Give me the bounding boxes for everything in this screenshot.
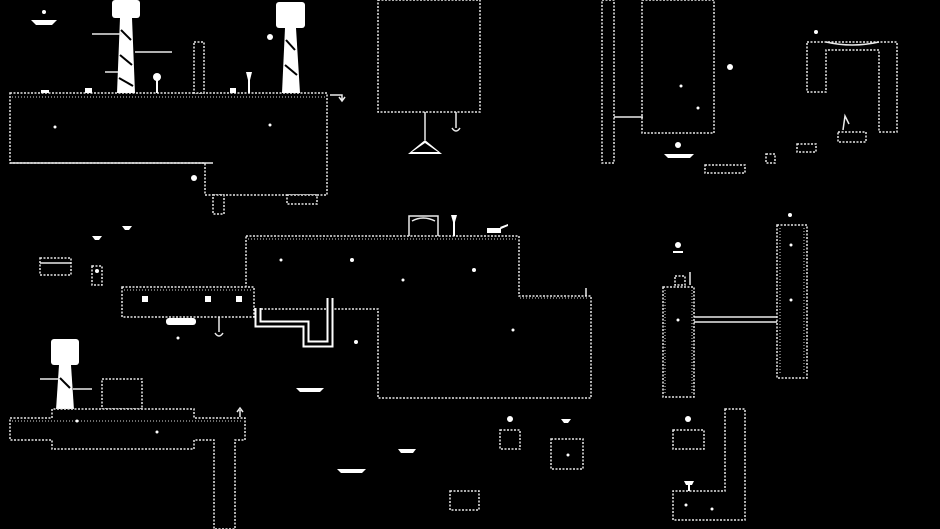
hanging-block bbox=[377, 0, 481, 154]
floating-platform bbox=[31, 20, 57, 25]
hook-icon bbox=[451, 127, 461, 132]
lamp-icon bbox=[451, 215, 457, 236]
bottom-middle-platforms bbox=[449, 416, 584, 511]
lamp-icon bbox=[246, 72, 252, 93]
center-level bbox=[121, 215, 592, 399]
bottom-left-level bbox=[9, 339, 246, 529]
sign-icon bbox=[39, 257, 72, 276]
lamp-icon bbox=[153, 73, 161, 93]
pipe-icon bbox=[254, 298, 334, 348]
top-left-level bbox=[9, 0, 346, 215]
tree-icon bbox=[51, 339, 79, 410]
right-towers bbox=[662, 213, 808, 521]
stone-pillar bbox=[193, 41, 205, 94]
floating-bits bbox=[39, 226, 416, 473]
cannon-icon bbox=[487, 224, 508, 233]
top-right-area bbox=[601, 0, 898, 174]
torch-icon bbox=[684, 481, 694, 491]
tree-icon bbox=[276, 2, 305, 93]
tree-icon bbox=[112, 0, 140, 93]
